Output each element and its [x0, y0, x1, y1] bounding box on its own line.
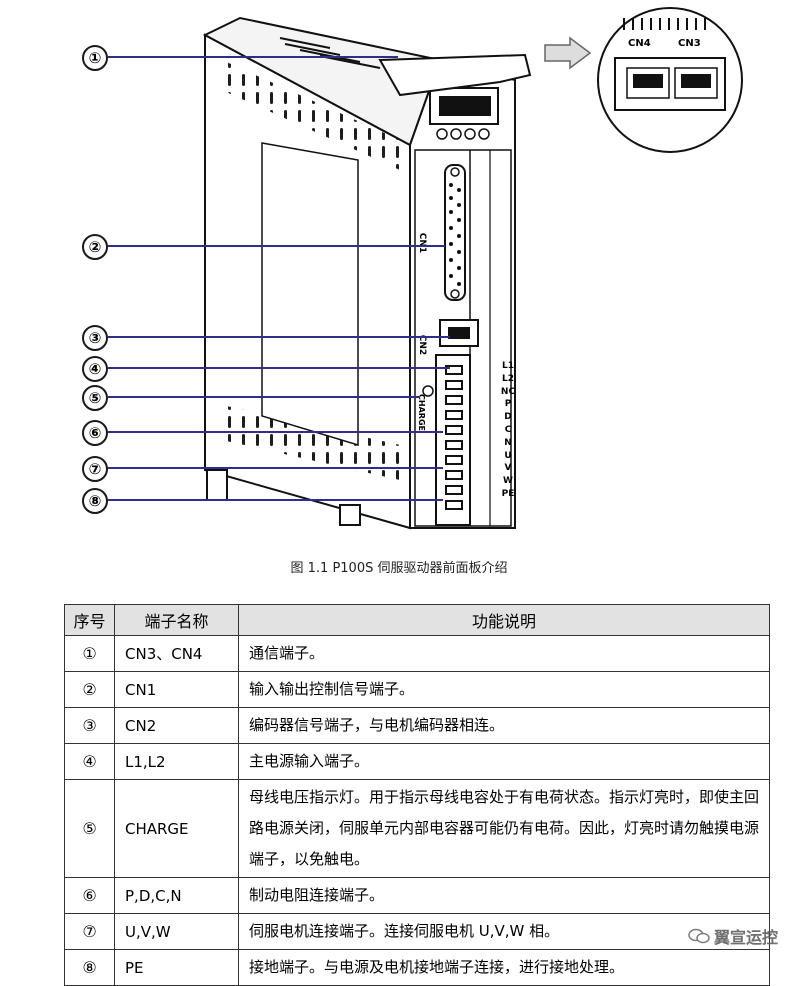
zoom-label-cn4: CN4 — [628, 38, 651, 49]
table-row: ③ CN2 编码器信号端子，与电机编码器相连。 — [64, 707, 770, 744]
zoom-arrow — [544, 36, 592, 70]
row-num: ⑤ — [64, 779, 115, 878]
table-row: ⑤ CHARGE 母线电压指示灯。用于指示母线电容处于有电荷状态。指示灯亮时，即… — [64, 779, 770, 878]
callout-line-1 — [108, 56, 398, 58]
callout-line-8 — [108, 499, 443, 501]
terminal-label-p: P — [504, 399, 512, 410]
table-row: ⑥ P,D,C,N 制动电阻连接端子。 — [64, 877, 770, 914]
row-name: U,V,W — [114, 913, 239, 950]
product-figure: CN4 CN3 CN1 CN2 CHARGE L1 L2 NC P D C N … — [82, 7, 743, 530]
row-name: CN1 — [114, 671, 239, 708]
watermark: 翼宣运控 — [688, 924, 778, 948]
row-name: P,D,C,N — [114, 877, 239, 914]
row-desc: 通信端子。 — [238, 635, 770, 672]
charge-label: CHARGE — [416, 394, 426, 431]
row-desc: 接地端子。与电源及电机接地端子连接，进行接地处理。 — [238, 949, 770, 986]
row-desc: 输入输出控制信号端子。 — [238, 671, 770, 708]
terminal-label-u: U — [504, 450, 512, 461]
callout-6: ⑥ — [82, 420, 108, 446]
charge-lamp — [422, 385, 434, 397]
row-desc: 母线电压指示灯。用于指示母线电容处于有电荷状态。指示灯亮时，即使主回路电源关闭，… — [238, 779, 770, 878]
table-row: ⑧ PE 接地端子。与电源及电机接地端子连接，进行接地处理。 — [64, 949, 770, 986]
terminal-label-pe: PE — [501, 488, 515, 499]
table-row: ④ L1,L2 主电源输入端子。 — [64, 743, 770, 780]
callout-line-3 — [108, 336, 450, 338]
terminal-label-w: W — [503, 476, 513, 487]
callout-line-2 — [108, 245, 445, 247]
callout-line-6 — [108, 431, 443, 433]
callout-3: ③ — [82, 325, 108, 351]
header-name: 端子名称 — [114, 604, 239, 636]
table-row: ② CN1 输入输出控制信号端子。 — [64, 671, 770, 708]
terminal-labels: L1 L2 NC P D C N U V W PE — [496, 360, 520, 501]
label-area — [261, 142, 359, 447]
callout-line-4 — [108, 367, 450, 369]
row-num: ⑥ — [64, 877, 115, 914]
table-row: ① CN3、CN4 通信端子。 — [64, 635, 770, 672]
row-name: PE — [114, 949, 239, 986]
row-name: CN3、CN4 — [114, 635, 239, 672]
callout-5: ⑤ — [82, 385, 108, 411]
row-num: ② — [64, 671, 115, 708]
row-desc: 编码器信号端子，与电机编码器相连。 — [238, 707, 770, 744]
cn1-label: CN1 — [417, 232, 428, 254]
callout-4: ④ — [82, 356, 108, 382]
row-num: ⑦ — [64, 913, 115, 950]
terminal-spec-table: 序号 端子名称 功能说明 ① CN3、CN4 通信端子。 ② CN1 输入输出控… — [64, 604, 770, 986]
wechat-icon — [688, 928, 710, 944]
table-row: ⑦ U,V,W 伺服电机连接端子。连接伺服电机 U,V,W 相。 — [64, 913, 770, 950]
header-desc: 功能说明 — [238, 604, 770, 636]
terminal-label-n: N — [504, 437, 512, 448]
callout-1: ① — [82, 45, 108, 71]
callout-2: ② — [82, 234, 108, 260]
row-name: CN2 — [114, 707, 239, 744]
callout-line-7 — [108, 467, 443, 469]
terminal-label-d: D — [504, 412, 512, 423]
callout-line-5 — [108, 396, 420, 398]
row-desc: 主电源输入端子。 — [238, 743, 770, 780]
row-num: ③ — [64, 707, 115, 744]
watermark-text: 翼宣运控 — [713, 928, 778, 947]
servo-drive-illustration — [202, 7, 743, 530]
terminal-label-l1: L1 — [502, 361, 514, 371]
figure-caption: 图 1.1 P100S 伺服驱动器前面板介绍 — [290, 561, 508, 576]
terminal-label-l2: L2 — [502, 373, 514, 384]
callout-7: ⑦ — [82, 456, 108, 482]
zoom-label-cn3: CN3 — [678, 38, 701, 49]
row-num: ④ — [64, 743, 115, 780]
row-desc: 伺服电机连接端子。连接伺服电机 U,V,W 相。 — [238, 913, 770, 950]
terminal-label-v: V — [504, 463, 512, 474]
table-header-row: 序号 端子名称 功能说明 — [64, 604, 770, 636]
header-num: 序号 — [64, 604, 115, 636]
callout-8: ⑧ — [82, 488, 108, 514]
row-num: ⑧ — [64, 949, 115, 986]
row-name: CHARGE — [114, 779, 239, 878]
row-desc: 制动电阻连接端子。 — [238, 877, 770, 914]
terminal-label-nc: NC — [500, 386, 516, 397]
row-name: L1,L2 — [114, 743, 239, 780]
row-num: ① — [64, 635, 115, 672]
cn1-connector — [444, 164, 466, 301]
terminal-label-c: C — [504, 424, 512, 435]
